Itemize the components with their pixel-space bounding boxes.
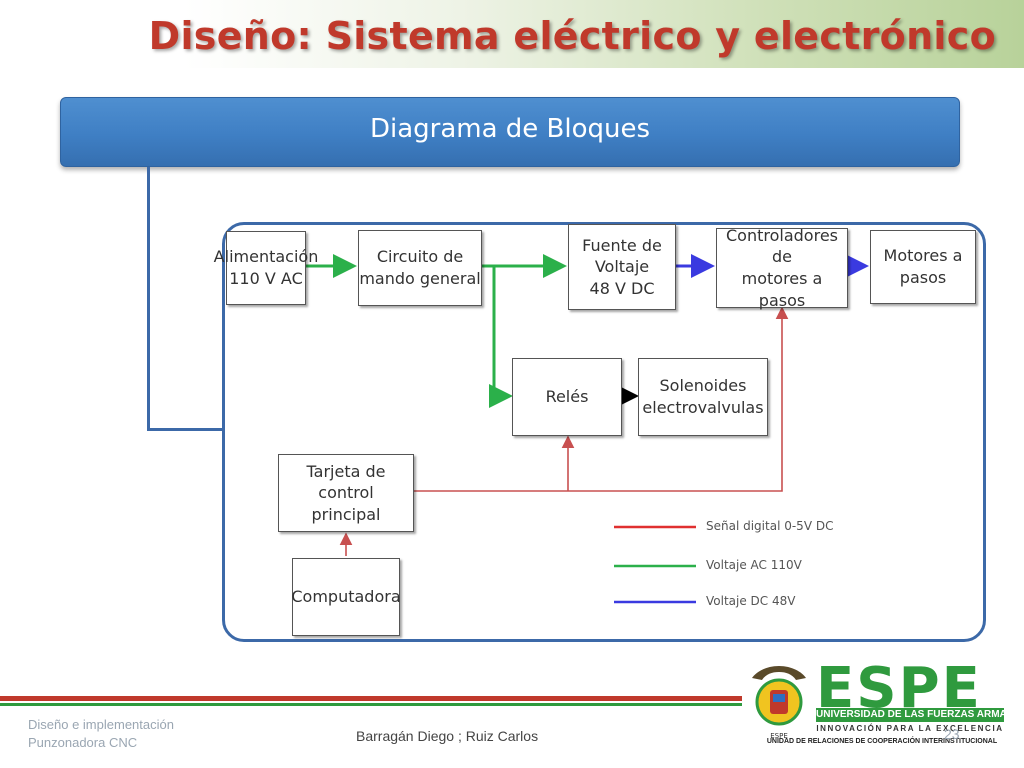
espe-crest-icon: ESPE [752, 666, 806, 740]
footer-stripe-green [0, 703, 744, 706]
page-number: 23 [944, 726, 960, 742]
logo-motto-line: INNOVACIÓN PARA LA EXCELENCIA [816, 724, 1004, 733]
diagram-header: Diagrama de Bloques [60, 97, 960, 167]
signal-tarjeta-controladores [412, 306, 789, 492]
block-tarjeta-control: Tarjeta de control principal [278, 454, 414, 532]
title-band [0, 0, 1024, 68]
block-computadora: Computadora [291, 558, 401, 636]
footer-stripe-red [0, 696, 744, 701]
footer-authors: Barragán Diego ; Ruiz Carlos [356, 728, 539, 744]
block-circuito-mando: Circuito de mando general [358, 230, 482, 306]
block-fuente-voltaje: Fuente de Voltaje 48 V DC [568, 224, 676, 310]
logo-university-line: UNIVERSIDAD DE LAS FUERZAS ARMADAS [816, 708, 1024, 722]
block-controladores: Controladores de motores a pasos [716, 226, 848, 310]
block-motores: Motores a pasos [870, 230, 976, 304]
header-connector-vertical [147, 167, 150, 431]
block-solenoides: Solenoides electrovalvulas [638, 358, 768, 436]
diagram-header-label: Diagrama de Bloques [369, 114, 651, 144]
block-alimentacion: Alimentación 110 V AC [214, 231, 318, 305]
header-connector-horizontal [147, 428, 225, 431]
logo-unit-line: UNIDAD DE RELACIONES DE COOPERACIÓN INTE… [766, 738, 998, 745]
svg-text:ESPE: ESPE [770, 732, 788, 740]
legend-label-signal: Señal digital 0-5V DC [706, 519, 834, 533]
legend-label-dc: Voltaje DC 48V [706, 594, 796, 608]
slide-title: Diseño: Sistema eléctrico y electrónico [148, 14, 996, 58]
block-reles: Relés [512, 358, 622, 436]
legend-label-ac: Voltaje AC 110V [706, 558, 802, 572]
arrow-circuito-reles [489, 266, 513, 408]
footer-course: Diseño e implementación Punzonadora CNC [28, 717, 174, 750]
